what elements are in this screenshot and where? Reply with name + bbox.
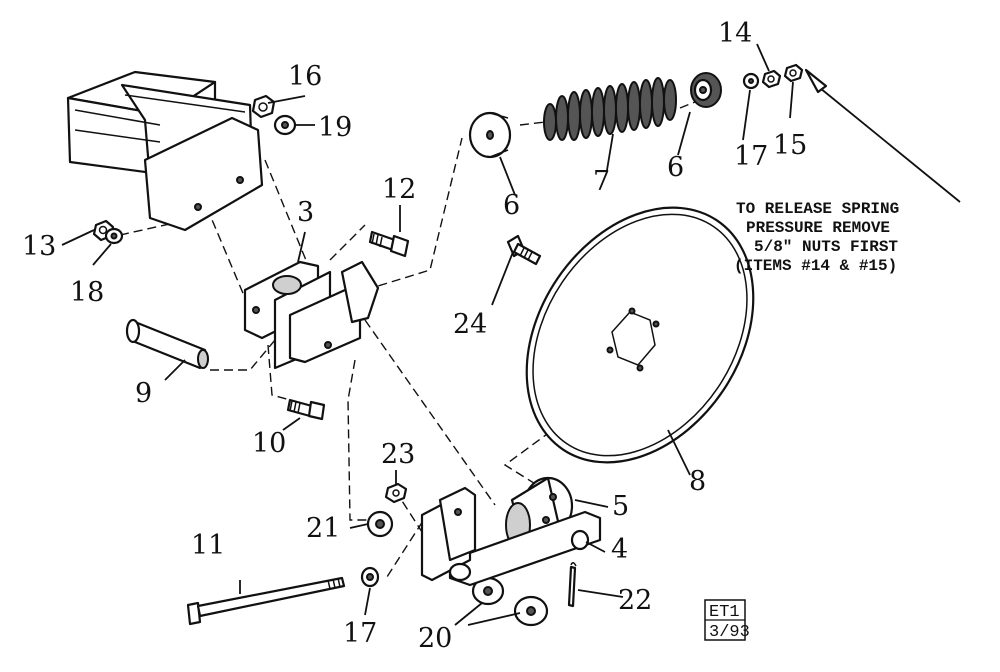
label-item-4: 4 — [611, 534, 628, 565]
label-item-8: 8 — [689, 466, 706, 497]
note-line-4: (ITEMS #14 & #15) — [734, 257, 897, 275]
label-item-20: 20 — [418, 623, 452, 654]
label-item-16: 16 — [288, 61, 322, 92]
label-item-7: 7 — [593, 166, 610, 197]
leader-lines — [61, 43, 961, 626]
nut-15 — [783, 63, 804, 83]
label-item-5: 5 — [612, 491, 629, 522]
washer-18 — [104, 227, 124, 245]
label-item-21: 21 — [306, 513, 340, 544]
note-line-1: TO RELEASE SPRING — [736, 200, 899, 218]
stamp-date: 3/93 — [709, 623, 750, 642]
item-numbers: 3 4 5 6 6 7 8 9 10 11 12 13 14 15 16 17 … — [22, 18, 807, 654]
label-item-22: 22 — [618, 585, 652, 616]
label-item-3: 3 — [297, 197, 314, 228]
nut-16 — [251, 94, 276, 119]
label-item-13: 13 — [22, 231, 56, 262]
label-item-11: 11 — [191, 530, 225, 561]
label-item-19: 19 — [318, 112, 352, 143]
label-item-17-lower: 17 — [343, 618, 377, 649]
label-item-6-right: 6 — [667, 152, 684, 183]
cotter-pin-22 — [567, 562, 577, 608]
bolt-12 — [368, 230, 410, 258]
hub — [505, 476, 574, 552]
hinge-bracket — [243, 260, 380, 370]
bolt-11 — [186, 576, 346, 626]
note-line-3: 5/8" NUTS FIRST — [754, 238, 898, 256]
pivot-pin — [125, 318, 209, 370]
label-item-23: 23 — [381, 439, 415, 470]
bolt-24 — [506, 234, 542, 266]
washers-20 — [471, 576, 549, 627]
label-item-15: 15 — [773, 130, 807, 161]
frame-bracket — [66, 70, 264, 232]
label-item-17-upper: 17 — [734, 141, 768, 172]
washer-17-lower — [360, 566, 380, 588]
washer-17-upper — [742, 72, 760, 90]
label-item-12: 12 — [382, 174, 416, 205]
spring-seat-right — [690, 72, 722, 108]
nut-23 — [384, 482, 408, 504]
nut-14 — [761, 69, 782, 89]
label-item-14: 14 — [718, 18, 752, 49]
spring-seat-left — [468, 111, 512, 159]
label-item-24: 24 — [453, 309, 487, 340]
spring-release-note: TO RELEASE SPRING PRESSURE REMOVE 5/8" N… — [734, 200, 899, 275]
label-item-6-left: 6 — [503, 190, 520, 221]
stamp-code: ET1 — [709, 603, 740, 622]
drawing-stamp: ET1 3/93 — [704, 599, 750, 642]
arm — [420, 486, 602, 587]
washer-19 — [273, 114, 297, 136]
label-item-9: 9 — [135, 378, 152, 409]
note-line-2: PRESSURE REMOVE — [746, 219, 890, 237]
disc-blade — [525, 206, 755, 464]
washer-21 — [366, 510, 394, 538]
compression-spring — [543, 77, 677, 141]
label-item-10: 10 — [252, 428, 286, 459]
label-item-18: 18 — [70, 277, 104, 308]
bolt-10 — [286, 398, 326, 421]
